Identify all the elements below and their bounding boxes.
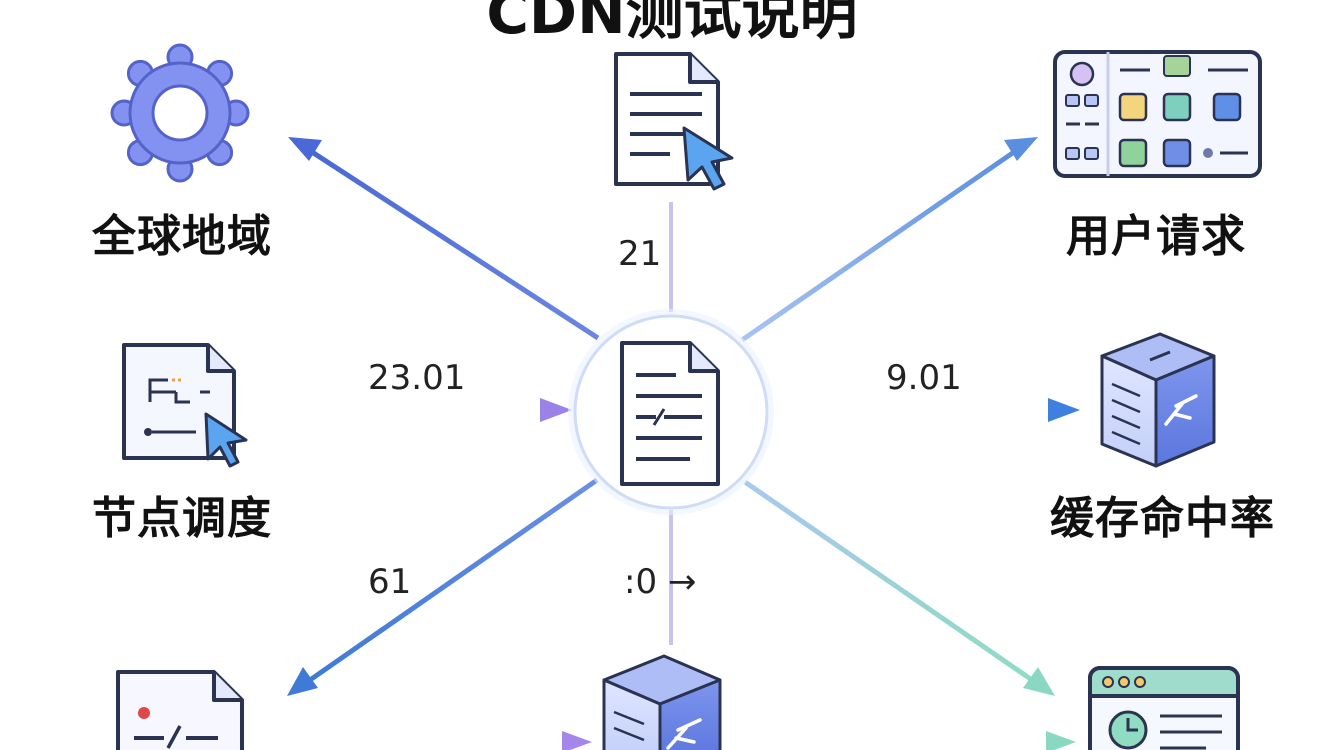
code-document-icon — [116, 670, 244, 750]
server-cube-icon — [1100, 332, 1216, 468]
browser-window-icon — [1088, 666, 1240, 750]
edge-label-right: 9.01 — [886, 358, 962, 398]
edge-to-user-request — [740, 137, 1038, 343]
code-document-icon — [620, 341, 720, 486]
diagram-title: CDN测试说明 — [486, 0, 858, 47]
edge-to-global-region — [288, 137, 600, 341]
node-label-node-scheduling: 节点调度 — [92, 493, 272, 544]
edge-to-bottom-right — [743, 479, 1055, 696]
edge-label-bottom-left: 61 — [368, 562, 412, 602]
edge-label-left: 23.01 — [368, 358, 466, 398]
dashboard-icon — [1053, 50, 1262, 178]
server-cube-icon — [602, 654, 722, 750]
gear-icon — [110, 43, 250, 183]
edge-from-node-scheduling — [266, 398, 572, 422]
code-document-cursor-icon — [122, 343, 248, 468]
center-hub — [568, 309, 774, 515]
node-label-global-region: 全球地域 — [92, 211, 272, 262]
edge-bottom-center-to-right — [745, 731, 1076, 750]
edge-bottom-left-to-center — [266, 731, 592, 750]
edge-label-bottom: :0 → — [624, 562, 697, 602]
edge-label-top: 21 — [618, 234, 662, 274]
node-label-cache-hit-rate: 缓存命中率 — [1050, 493, 1275, 544]
document-cursor-icon — [614, 52, 734, 191]
edge-to-cache-hit-rate — [772, 398, 1080, 422]
node-label-user-request: 用户请求 — [1066, 211, 1246, 262]
edge-to-bottom-left — [287, 477, 599, 696]
